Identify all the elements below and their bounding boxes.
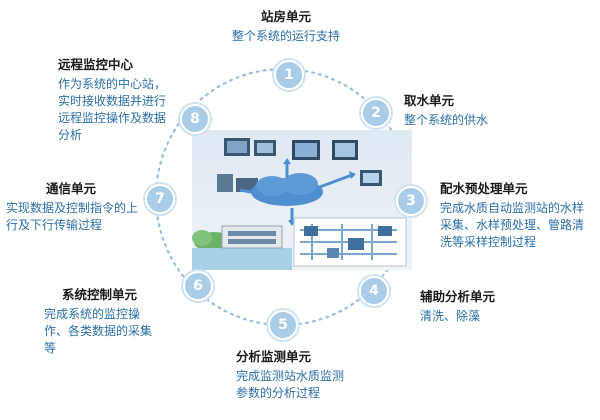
unit-7-desc: 实现数据及控制指令的上行及下行传输过程 — [6, 201, 139, 232]
unit-8-title: 远程监控中心 — [58, 57, 134, 72]
unit-3-title: 配水预处理单元 — [440, 181, 528, 196]
node-8: 8 — [180, 104, 210, 134]
unit-1-desc: 整个系统的运行支持 — [231, 29, 340, 43]
node-7: 7 — [145, 184, 175, 214]
node-6: 6 — [183, 271, 213, 301]
network-illustration — [192, 130, 412, 270]
unit-6-title: 系统控制单元 — [62, 287, 138, 302]
unit-4-title: 辅助分析单元 — [420, 289, 496, 304]
unit-8-desc: 作为系统的中心站，实时接收数据并进行远程监控操作及数据分析 — [58, 77, 167, 142]
unit-1-label: 站房单元 整个系统的运行支持 — [216, 8, 356, 45]
unit-4-label: 辅助分析单元 清洗、除藻 — [420, 288, 530, 325]
unit-5-title: 分析监测单元 — [236, 349, 312, 364]
unit-8-label: 远程监控中心 作为系统的中心站，实时接收数据并进行远程监控操作及数据分析 — [58, 56, 176, 144]
unit-5-desc: 完成监测站水质监测参数的分析过程 — [236, 369, 345, 400]
unit-7-label: 通信单元 实现数据及控制指令的上行及下行传输过程 — [6, 180, 140, 234]
node-1: 1 — [274, 60, 304, 90]
unit-6-label: 系统控制单元 完成系统的监控操作、各类数据的采集等 — [44, 286, 156, 357]
node-2: 2 — [361, 98, 391, 128]
unit-2-desc: 整个系统的供水 — [404, 113, 489, 127]
unit-6-desc: 完成系统的监控操作、各类数据的采集等 — [44, 307, 153, 355]
unit-5-label: 分析监测单元 完成监测站水质监测参数的分析过程 — [236, 348, 352, 402]
unit-2-title: 取水单元 — [404, 93, 455, 108]
node-5: 5 — [268, 310, 298, 340]
node-4: 4 — [359, 276, 389, 306]
node-3: 3 — [396, 186, 426, 216]
unit-2-label: 取水单元 整个系统的供水 — [404, 92, 514, 129]
unit-3-label: 配水预处理单元 完成水质自动监测站的水样采集、水样预处理、管路清洗等采样控制过程 — [440, 180, 588, 251]
unit-7-title: 通信单元 — [46, 181, 97, 196]
unit-1-title: 站房单元 — [260, 9, 311, 24]
unit-4-desc: 清洗、除藻 — [420, 309, 481, 323]
unit-3-desc: 完成水质自动监测站的水样采集、水样预处理、管路清洗等采样控制过程 — [440, 201, 585, 249]
system-illustration — [192, 130, 412, 270]
